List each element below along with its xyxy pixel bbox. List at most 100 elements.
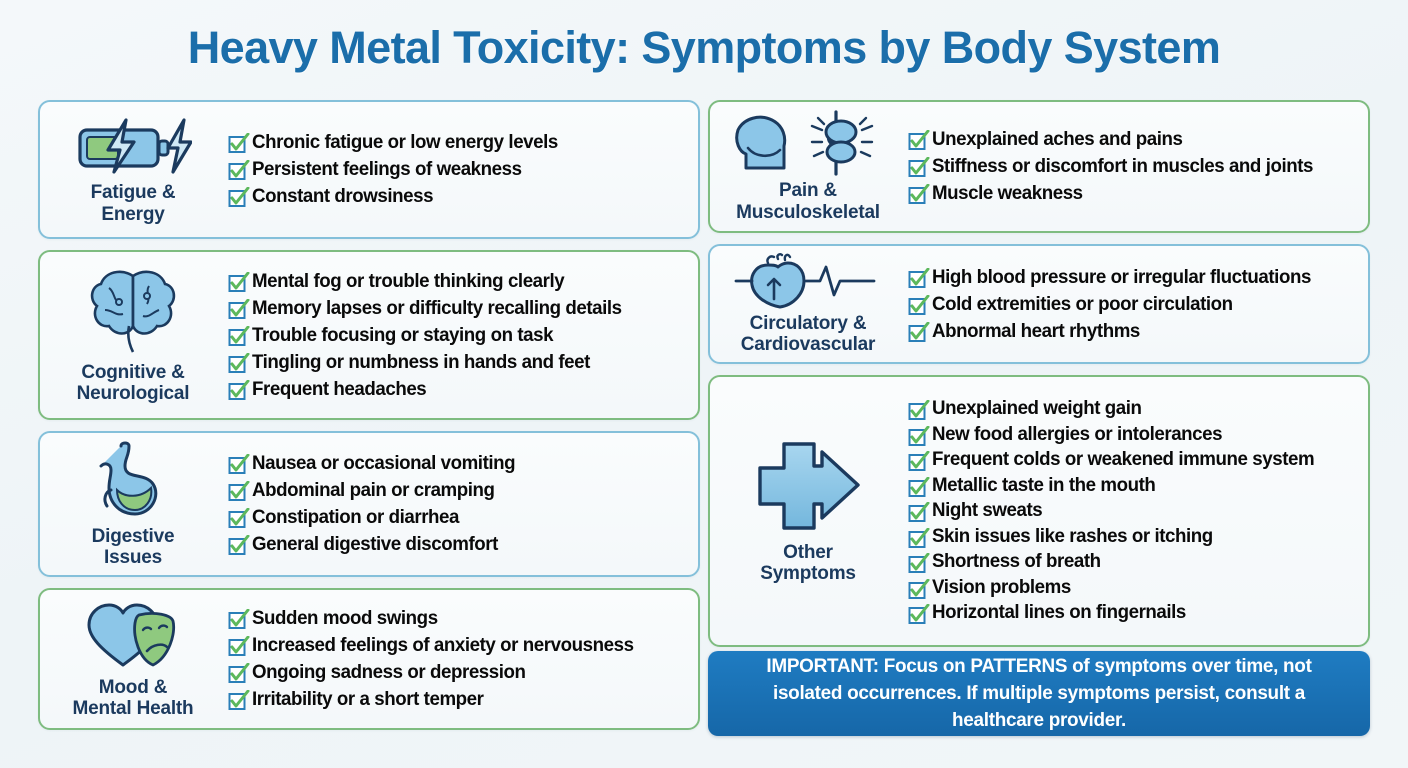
list-item: Muscle weakness bbox=[906, 180, 1356, 207]
checkbox-icon bbox=[906, 396, 932, 422]
card-digestive-issues: Digestive Issues Nausea or occasional vo… bbox=[38, 431, 700, 577]
list-item: Persistent feelings of weakness bbox=[226, 156, 686, 183]
battery-bolt-icon bbox=[74, 114, 192, 178]
symptom-list: Unexplained aches and pains Stiffness or… bbox=[906, 114, 1368, 219]
heart-ecg-icon bbox=[728, 252, 888, 309]
list-item: Memory lapses or difficulty recalling de… bbox=[226, 295, 686, 322]
list-item-text: Nausea or occasional vomiting bbox=[252, 452, 516, 474]
left-column: Fatigue & Energy Chronic fatigue or low … bbox=[38, 100, 700, 741]
list-item: General digestive discomfort bbox=[226, 531, 686, 558]
checkbox-icon bbox=[226, 477, 252, 504]
list-item-text: High blood pressure or irregular fluctua… bbox=[932, 265, 1311, 288]
important-note-banner: IMPORTANT: Focus on PATTERNS of symptoms… bbox=[708, 651, 1370, 736]
checkbox-icon bbox=[226, 129, 252, 156]
checkbox-icon bbox=[906, 180, 932, 207]
checkbox-icon bbox=[906, 524, 932, 550]
list-item: Constipation or diarrhea bbox=[226, 504, 686, 531]
list-item: Abnormal heart rhythms bbox=[906, 318, 1356, 345]
list-item: Mental fog or trouble thinking clearly bbox=[226, 268, 686, 295]
checkbox-icon bbox=[906, 422, 932, 448]
list-item-text: Shortness of breath bbox=[932, 550, 1101, 573]
checkbox-icon bbox=[226, 531, 252, 558]
list-item: Cold extremities or poor circulation bbox=[906, 291, 1356, 318]
card-pain-musculoskeletal: Pain & Musculoskeletal Unexplained aches… bbox=[708, 100, 1370, 233]
list-item-text: Trouble focusing or staying on task bbox=[252, 323, 554, 346]
list-item-text: Metallic taste in the mouth bbox=[932, 473, 1156, 496]
checkbox-icon bbox=[906, 447, 932, 473]
heart-mask-icon bbox=[83, 599, 183, 673]
checkbox-icon bbox=[226, 686, 252, 713]
list-item: Nausea or occasional vomiting bbox=[226, 450, 686, 477]
checkbox-icon bbox=[906, 575, 932, 601]
important-note-text: IMPORTANT: Focus on PATTERNS of symptoms… bbox=[766, 655, 1312, 731]
icon-column: Other Symptoms bbox=[710, 432, 906, 591]
list-item: Abdominal pain or cramping bbox=[226, 477, 686, 504]
list-item-text: Abnormal heart rhythms bbox=[932, 319, 1140, 342]
list-item-text: Skin issues like rashes or itching bbox=[932, 524, 1213, 547]
list-item: Horizontal lines on fingernails bbox=[906, 600, 1356, 626]
list-item-text: Constipation or diarrhea bbox=[252, 506, 460, 528]
list-item-text: Frequent headaches bbox=[252, 377, 427, 400]
list-item-text: Vision problems bbox=[932, 575, 1071, 598]
list-item-text: Muscle weakness bbox=[932, 182, 1083, 204]
page-title: Heavy Metal Toxicity: Symptoms by Body S… bbox=[187, 22, 1221, 73]
list-item-text: Unexplained weight gain bbox=[932, 397, 1142, 420]
card-mood-mental-health: Mood & Mental Health Sudden mood swings … bbox=[38, 588, 700, 730]
muscle-joint-icon bbox=[728, 110, 888, 176]
icon-column: Fatigue & Energy bbox=[40, 108, 226, 231]
list-item-text: Abdominal pain or cramping bbox=[252, 479, 495, 501]
checkbox-icon bbox=[226, 322, 252, 349]
icon-column: Digestive Issues bbox=[40, 434, 226, 575]
checkbox-icon bbox=[226, 504, 252, 531]
list-item-text: Unexplained aches and pains bbox=[932, 128, 1183, 150]
list-item-text: Frequent colds or weakened immune system bbox=[932, 448, 1315, 471]
list-item: New food allergies or intolerances bbox=[906, 422, 1356, 448]
checkbox-icon bbox=[906, 291, 932, 318]
list-item: Frequent colds or weakened immune system bbox=[906, 447, 1356, 473]
checkbox-icon bbox=[226, 450, 252, 477]
symptom-list: Unexplained weight gain New food allergi… bbox=[906, 384, 1368, 638]
list-item-text: Night sweats bbox=[932, 499, 1043, 522]
list-item-text: New food allergies or intolerances bbox=[932, 422, 1223, 445]
card-circulatory-cardiovascular: Circulatory & Cardiovascular High blood … bbox=[708, 244, 1370, 364]
list-item-text: Tingling or numbness in hands and feet bbox=[252, 350, 590, 373]
list-item: Constant drowsiness bbox=[226, 183, 686, 210]
cross-arrow-icon bbox=[750, 438, 866, 538]
icon-column: Pain & Musculoskeletal bbox=[710, 104, 906, 229]
card-fatigue-energy: Fatigue & Energy Chronic fatigue or low … bbox=[38, 100, 700, 239]
list-item: Sudden mood swings bbox=[226, 605, 686, 632]
checkbox-icon bbox=[226, 156, 252, 183]
checkbox-icon bbox=[226, 349, 252, 376]
icon-column: Cognitive & Neurological bbox=[40, 260, 226, 411]
checkbox-icon bbox=[906, 264, 932, 291]
card-label: Cognitive & Neurological bbox=[76, 361, 190, 404]
checkbox-icon bbox=[226, 605, 252, 632]
symptom-list: Chronic fatigue or low energy levels Per… bbox=[226, 117, 698, 222]
checkbox-icon bbox=[906, 126, 932, 153]
list-item: Increased feelings of anxiety or nervous… bbox=[226, 632, 686, 659]
list-item-text: Sudden mood swings bbox=[252, 607, 438, 629]
checkbox-icon bbox=[226, 268, 252, 295]
checkbox-icon bbox=[226, 376, 252, 403]
brain-icon bbox=[85, 266, 181, 358]
list-item-text: Increased feelings of anxiety or nervous… bbox=[252, 634, 634, 656]
checkbox-icon bbox=[226, 183, 252, 210]
card-label: Mood & Mental Health bbox=[72, 676, 194, 719]
list-item: Shortness of breath bbox=[906, 549, 1356, 575]
checkbox-icon bbox=[906, 318, 932, 345]
list-item: Night sweats bbox=[906, 498, 1356, 524]
stomach-icon bbox=[91, 440, 175, 522]
list-item: Metallic taste in the mouth bbox=[906, 473, 1356, 499]
right-column: Pain & Musculoskeletal Unexplained aches… bbox=[708, 100, 1370, 658]
checkbox-icon bbox=[906, 473, 932, 499]
list-item: High blood pressure or irregular fluctua… bbox=[906, 264, 1356, 291]
list-item: Frequent headaches bbox=[226, 376, 686, 403]
list-item-text: Persistent feelings of weakness bbox=[252, 158, 522, 180]
list-item: Unexplained weight gain bbox=[906, 396, 1356, 422]
list-item: Unexplained aches and pains bbox=[906, 126, 1356, 153]
symptom-list: High blood pressure or irregular fluctua… bbox=[906, 252, 1368, 357]
list-item-text: Constant drowsiness bbox=[252, 185, 434, 207]
symptom-list: Mental fog or trouble thinking clearly M… bbox=[226, 256, 698, 415]
list-item-text: Horizontal lines on fingernails bbox=[932, 601, 1186, 624]
